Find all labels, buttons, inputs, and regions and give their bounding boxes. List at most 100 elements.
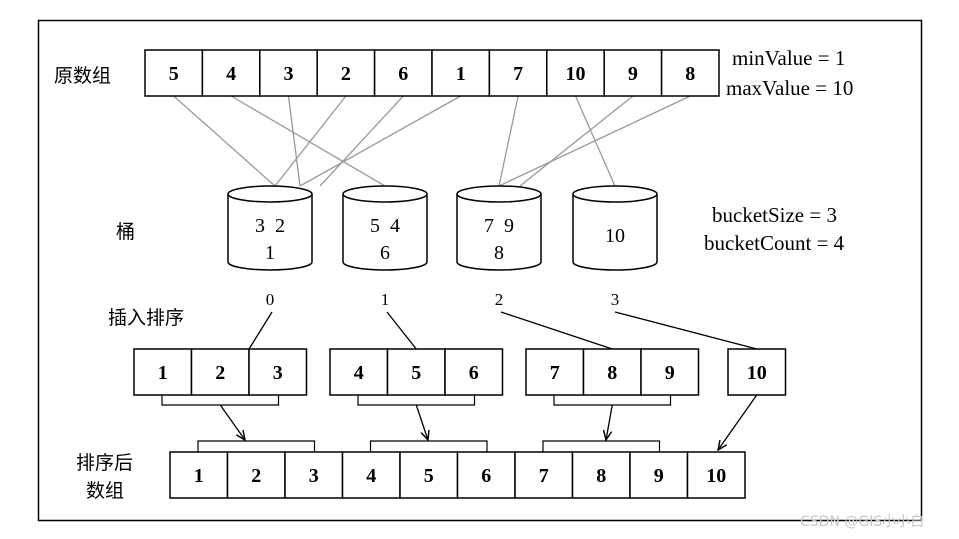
sorted-group-cell-value: 5 <box>411 362 421 384</box>
bucket-contents-line1: 5 4 <box>370 215 400 237</box>
bucket-body <box>342 194 428 271</box>
original-array-cell-value: 10 <box>566 63 586 85</box>
label-insertion-sort: 插入排序 <box>108 307 184 329</box>
bucket-to-group-line <box>500 311 613 350</box>
sorted-array-cell-value: 3 <box>309 465 319 487</box>
min-value-text: minValue = 1 <box>732 46 845 70</box>
mapping-line <box>173 95 276 187</box>
sorted-group-cell-box <box>133 348 193 396</box>
label-original-array: 原数组 <box>54 65 111 87</box>
original-array-cell-box <box>373 49 433 97</box>
sorted-group-1: 4 5 6 <box>329 311 504 406</box>
original-array-cell-box <box>316 49 376 97</box>
bucket-rim <box>456 185 542 203</box>
original-array-cell-box <box>603 49 663 97</box>
sorted-group-cell: 8 <box>582 348 642 396</box>
bucket-index-label: 1 <box>381 290 390 309</box>
sorted-array-cell-value: 4 <box>366 465 376 487</box>
sorted-group-cell: 3 <box>248 348 308 396</box>
mapping-line <box>319 95 404 187</box>
original-array-cell: 4 <box>201 49 261 97</box>
sorted-group-cell-value: 2 <box>215 362 225 384</box>
bucket-to-group-line <box>386 311 417 350</box>
sorted-array-cell: 4 <box>341 451 401 499</box>
original-array-cell-value: 2 <box>341 63 351 85</box>
sorted-array-cell: 7 <box>514 451 574 499</box>
bucket-to-group-line <box>248 311 273 350</box>
mapping-line <box>299 95 462 187</box>
bucket-contents-line1: 7 9 <box>484 215 514 237</box>
original-array-cell-value: 7 <box>513 63 523 85</box>
sorted-group-cell: 6 <box>444 348 504 396</box>
original-array-cell-value: 4 <box>226 63 236 85</box>
merge-arrow <box>415 404 428 440</box>
merge-arrow <box>606 404 613 440</box>
sorted-array-cell-value: 5 <box>424 465 434 487</box>
original-array-cell: 8 <box>660 49 720 97</box>
bucket-mapping-lines <box>173 95 691 187</box>
label-buckets: 桶 <box>116 221 135 243</box>
sorted-group-cell-box <box>444 348 504 396</box>
sorted-array-cell: 2 <box>226 451 286 499</box>
sorted-group-cell-box <box>640 348 700 396</box>
sorted-array-cell: 9 <box>629 451 689 499</box>
merge-arrow <box>718 394 758 450</box>
original-array-cell-value: 9 <box>628 63 638 85</box>
sorted-group-cell-box <box>386 348 446 396</box>
original-array-cell-box <box>144 49 204 97</box>
sorted-array-cell-value: 8 <box>596 465 606 487</box>
original-array-cell-value: 3 <box>284 63 294 85</box>
sorted-array-cell: 5 <box>399 451 459 499</box>
bucket-contents-line2: 1 <box>265 242 275 264</box>
sorted-group-cell-value: 7 <box>550 362 560 384</box>
bucket-0: 3 21 <box>227 185 313 271</box>
sorted-group-cell-box <box>525 348 585 396</box>
original-array-cell-box <box>201 49 261 97</box>
original-array-cell: 5 <box>144 49 204 97</box>
sorted-group-cell-value: 6 <box>469 362 479 384</box>
sorted-array-cell: 10 <box>686 451 746 499</box>
original-array-cell: 6 <box>373 49 433 97</box>
mapping-line <box>287 95 301 187</box>
bucket-contents-line2: 6 <box>380 242 390 264</box>
sorted-array-cell-box <box>686 451 746 499</box>
bucket-rim <box>342 185 428 203</box>
sorted-group-cell-box <box>190 348 250 396</box>
sorted-array-cell-value: 10 <box>706 465 726 487</box>
original-array-cell-box <box>546 49 605 97</box>
sorted-group-3: 10 <box>614 311 787 396</box>
bucket-1: 5 46 <box>342 185 428 271</box>
original-array-cell-value: 5 <box>169 63 179 85</box>
original-array-cell: 7 <box>488 49 548 97</box>
sorted-array-cell-value: 2 <box>251 465 261 487</box>
max-value-text: maxValue = 10 <box>726 76 853 100</box>
bucket-index-label: 2 <box>495 290 504 309</box>
sorted-array-cell-box <box>226 451 286 499</box>
original-array-cell: 9 <box>603 49 663 97</box>
sorted-array-cell: 3 <box>284 451 344 499</box>
original-array-cell-box <box>431 49 491 97</box>
sorted-group-cell: 10 <box>727 348 787 396</box>
bucket-body <box>456 194 542 271</box>
bucket-index-label: 3 <box>611 290 620 309</box>
bucket-rim <box>227 185 313 203</box>
sorted-array-cell-box <box>399 451 459 499</box>
mapping-line <box>498 95 519 187</box>
sorted-group-cell-value: 1 <box>158 362 168 384</box>
bucket-count-text: bucketCount = 4 <box>704 231 845 255</box>
sorted-segment-bracket <box>369 440 488 452</box>
sorted-group-cell-value: 4 <box>354 362 364 384</box>
sorted-group-0: 1 2 3 <box>133 311 308 406</box>
sorted-group-cell: 7 <box>525 348 585 396</box>
bucket-body <box>572 194 658 271</box>
mapping-line <box>230 95 386 187</box>
sorted-group-cell: 2 <box>190 348 250 396</box>
mapping-line <box>519 95 634 187</box>
sorted-array-cell-box <box>456 451 516 499</box>
original-array-cell-value: 1 <box>456 63 466 85</box>
